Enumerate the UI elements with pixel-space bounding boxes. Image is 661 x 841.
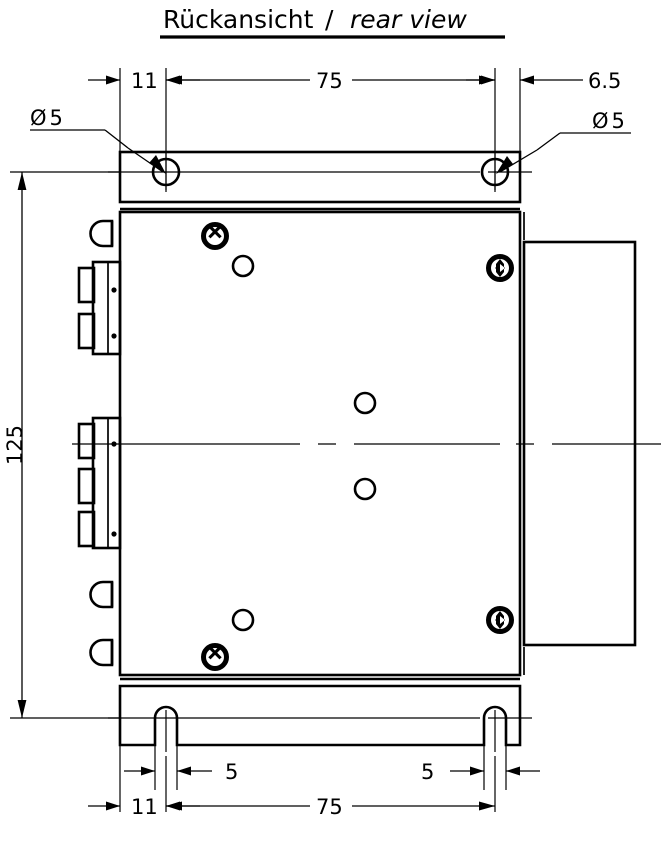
dim-11-top: 11: [88, 69, 200, 93]
left-side-connectors: [77, 219, 122, 667]
round-connector-bottom-1: [89, 580, 114, 609]
connector-tab-upper-2: [77, 312, 96, 350]
title-english: rear view: [350, 5, 467, 34]
face-holes: [231, 254, 377, 632]
connector-tab-upper-1: [77, 266, 96, 304]
connector-block-upper: [77, 260, 122, 356]
face-hole-center-lower: [353, 477, 377, 501]
dia-symbol-right: Ø: [592, 109, 609, 133]
dim-5-right: 5: [421, 760, 540, 784]
connector-block-lower: [77, 416, 122, 550]
face-hole-bottom-left: [231, 608, 255, 632]
dim-label-75-bottom: 75: [316, 795, 343, 819]
face-hole-center-upper: [353, 391, 377, 415]
dim-5-left: 5: [124, 760, 238, 784]
screw-bottom-left: [201, 643, 229, 671]
dim-label-5-right: 5: [421, 760, 434, 784]
face-screws: [201, 222, 514, 671]
dim-75-top: 75: [166, 69, 495, 93]
right-protrusion-block: [522, 240, 637, 647]
dia-symbol-left: Ø: [30, 106, 47, 130]
top-dimension-group: 11 75 6.5: [88, 68, 621, 190]
round-connector-top: [89, 219, 114, 248]
title-german: Rückansicht: [163, 5, 314, 34]
dim-label-75-top: 75: [316, 69, 343, 93]
bottom-slot-dimension-group: 5 5: [119, 745, 540, 812]
dim-11-bottom: 11: [88, 795, 200, 819]
mounting-hole-right: [480, 152, 510, 192]
screw-top-right: [486, 254, 514, 282]
bottom-dimension-group: 11 75: [88, 795, 495, 819]
drawing-title: Rückansicht / rear view: [160, 5, 505, 39]
face-hole-top-left: [231, 254, 255, 278]
dim-75-bottom: 75: [166, 795, 495, 819]
connector-tab-lower-1: [77, 422, 96, 460]
dim-label-11-bottom: 11: [131, 795, 158, 819]
connector-tab-lower-2: [77, 467, 96, 505]
round-connector-bottom-2: [89, 638, 114, 667]
dia-value-right: 5: [612, 109, 625, 133]
bottom-mounting-flange: [108, 684, 532, 752]
dim-label-6p5-top: 6.5: [588, 69, 621, 93]
left-dimension-group: 125: [3, 171, 120, 719]
top-mounting-flange: [108, 150, 532, 204]
title-separator: /: [325, 5, 334, 34]
screw-bottom-right: [486, 606, 514, 634]
connector-tab-lower-3: [77, 510, 96, 548]
dim-label-11-top: 11: [131, 69, 158, 93]
dia-value-left: 5: [50, 106, 63, 130]
dim-6p5-top: 6.5: [466, 69, 621, 93]
dim-label-125: 125: [3, 425, 27, 465]
mounting-hole-left: [151, 152, 181, 192]
dim-label-5-left: 5: [225, 760, 238, 784]
screw-top-left: [201, 222, 229, 250]
